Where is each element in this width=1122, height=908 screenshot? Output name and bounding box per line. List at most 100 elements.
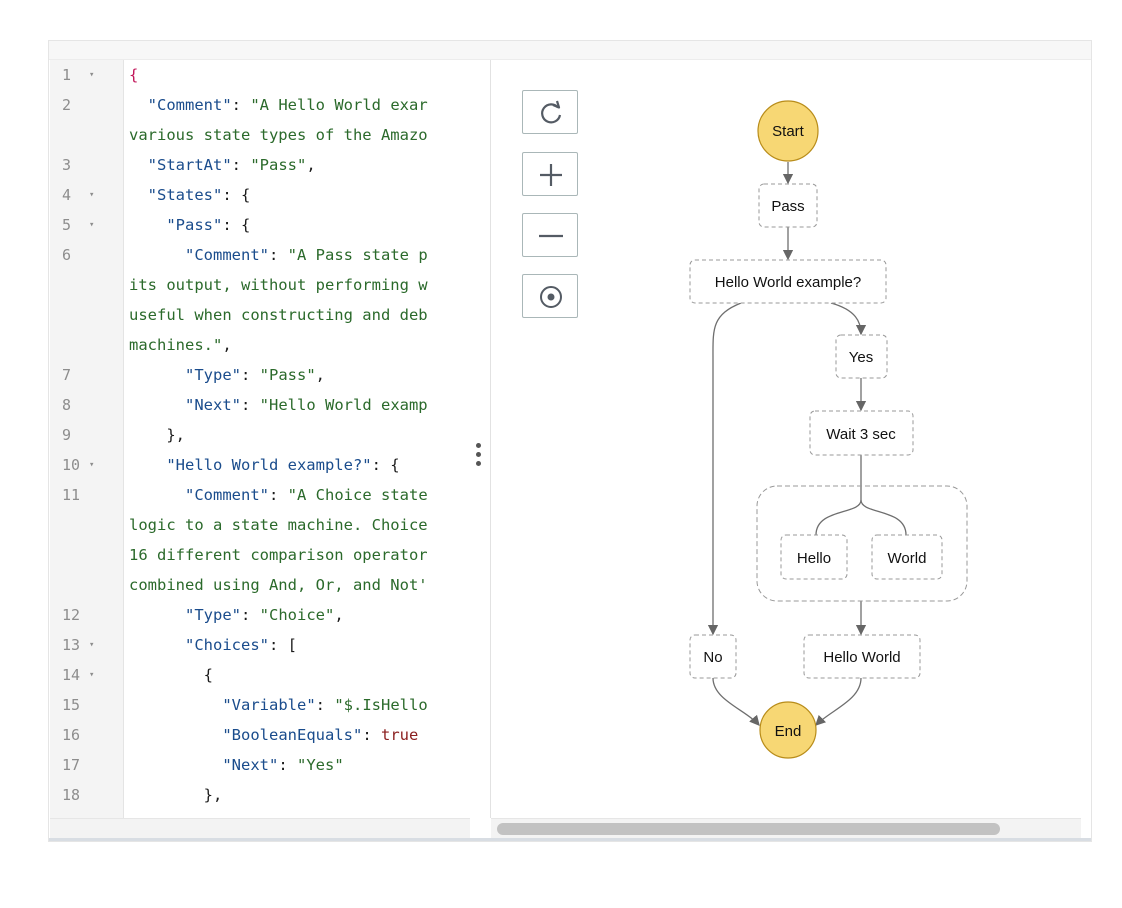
code-line[interactable]: 1▾{	[50, 60, 470, 90]
refresh-button[interactable]	[522, 90, 578, 134]
line-number: 5▾	[62, 210, 120, 240]
code-token	[129, 156, 148, 174]
code-line[interactable]: 11 "Comment": "A Choice state	[50, 480, 470, 510]
fold-arrow-icon[interactable]: ▾	[89, 640, 95, 650]
code-line[interactable]: combined using And, Or, and Not'	[50, 570, 470, 600]
line-number-text: 2	[62, 96, 72, 114]
code-line[interactable]: logic to a state machine. Choice	[50, 510, 470, 540]
world-node[interactable]: World	[871, 534, 943, 580]
code-line[interactable]: 10▾ "Hello World example?": {	[50, 450, 470, 480]
code-line[interactable]: 14 ▾ {	[50, 660, 470, 690]
edge-helloworld-end	[815, 677, 862, 726]
wait-node[interactable]: Wait 3 sec	[809, 410, 914, 456]
code-text: "States": {	[129, 180, 251, 210]
graph-horizontal-scrollbar[interactable]	[491, 818, 1081, 841]
code-line[interactable]: its output, without performing w	[50, 270, 470, 300]
code-token	[129, 186, 148, 204]
code-token	[129, 216, 166, 234]
refresh-icon	[541, 100, 562, 124]
no-label: No	[703, 649, 722, 666]
start-label: Start	[772, 123, 805, 140]
code-line[interactable]: 9 },	[50, 420, 470, 450]
code-line[interactable]: 13▾ "Choices": [	[50, 630, 470, 660]
code-text: 16 different comparison operator	[129, 540, 428, 570]
line-number-text: 4	[62, 186, 72, 204]
line-number: 11	[62, 480, 120, 510]
line-number: 14 ▾	[62, 660, 120, 690]
pass-label: Pass	[771, 198, 804, 215]
yes-node[interactable]: Yes	[835, 334, 888, 379]
edge-branch-hello	[815, 485, 862, 536]
code-token: "A Choice state	[287, 486, 428, 504]
code-token: various state types of the Amazo	[129, 126, 428, 144]
fold-arrow-icon[interactable]: ▾	[89, 190, 95, 200]
line-number-text: 14	[62, 666, 81, 684]
fold-arrow-icon[interactable]: ▾	[89, 670, 95, 680]
line-number: 13▾	[62, 630, 120, 660]
code-line[interactable]: 2 "Comment": "A Hello World exar	[50, 90, 470, 120]
panel-splitter[interactable]	[470, 60, 491, 818]
code-line[interactable]: useful when constructing and deb	[50, 300, 470, 330]
code-line[interactable]: various state types of the Amazo	[50, 120, 470, 150]
code-token: 16 different comparison operator	[129, 546, 428, 564]
hello-node[interactable]: Hello	[780, 534, 848, 580]
zoom-in-button[interactable]	[522, 152, 578, 196]
hello-world-node[interactable]: Hello World	[803, 634, 921, 679]
line-number-text: 9	[62, 426, 72, 444]
code-token: useful when constructing and deb	[129, 306, 428, 324]
choice-node[interactable]: Hello World example?	[689, 259, 887, 304]
zoom-out-button[interactable]	[522, 213, 578, 257]
code-line[interactable]: 8 "Next": "Hello World examp	[50, 390, 470, 420]
drag-handle-icon[interactable]	[476, 443, 482, 473]
code-line[interactable]: 16 different comparison operator	[50, 540, 470, 570]
code-token: ,	[306, 156, 316, 174]
panel-footer-border	[49, 838, 1091, 841]
line-number-text: 7	[62, 366, 72, 384]
code-line[interactable]: 17 "Next": "Yes"	[50, 750, 470, 780]
line-number-text: 17	[62, 756, 81, 774]
fold-arrow-icon[interactable]: ▾	[89, 220, 95, 230]
line-number: 10▾	[62, 450, 120, 480]
code-text: "Next": "Hello World examp	[129, 390, 428, 420]
state-machine-diagram: Start Pass Hello World example? Yes Wait…	[689, 100, 968, 759]
code-line[interactable]: 15 "Variable": "$.IsHello	[50, 690, 470, 720]
line-number: 1▾	[62, 60, 120, 90]
code-line[interactable]: 4 ▾ "States": {	[50, 180, 470, 210]
edges	[707, 162, 907, 726]
pass-node[interactable]: Pass	[758, 183, 818, 228]
end-node[interactable]: End	[759, 701, 817, 759]
code-text: various state types of the Amazo	[129, 120, 428, 150]
no-node[interactable]: No	[689, 634, 737, 679]
line-number-text: 3	[62, 156, 72, 174]
code-line[interactable]: 5▾ "Pass": {	[50, 210, 470, 240]
code-token: :	[278, 756, 297, 774]
code-line[interactable]: 12 "Type": "Choice",	[50, 600, 470, 630]
code-line[interactable]: 7 "Type": "Pass",	[50, 360, 470, 390]
code-token: {	[129, 666, 213, 684]
code-token: :	[269, 486, 288, 504]
code-line[interactable]: 18 },	[50, 780, 470, 810]
fold-arrow-icon[interactable]: ▾	[89, 460, 95, 470]
code-token: :	[315, 696, 335, 714]
code-line[interactable]: 16 "BooleanEquals": true	[50, 720, 470, 750]
editor-horizontal-scrollbar[interactable]	[50, 818, 470, 841]
code-line[interactable]: machines.",	[50, 330, 470, 360]
line-number-text: 15	[62, 696, 81, 714]
scrollbar-thumb[interactable]	[497, 823, 1000, 835]
code-token	[129, 606, 185, 624]
workflow-graph[interactable]: Start Pass Hello World example? Yes Wait…	[491, 60, 1081, 818]
line-number-text: 18	[62, 786, 81, 804]
world-label: World	[888, 550, 927, 567]
code-text: "BooleanEquals": true	[129, 720, 418, 750]
code-line[interactable]: 3 "StartAt": "Pass",	[50, 150, 470, 180]
center-button[interactable]	[522, 274, 578, 318]
code-token: "Next"	[222, 756, 279, 774]
code-line[interactable]: 6 "Comment": "A Pass state p	[50, 240, 470, 270]
fold-arrow-icon[interactable]: ▾	[89, 70, 95, 80]
line-number: 18	[62, 780, 120, 810]
line-number: 17	[62, 750, 120, 780]
code-token: },	[129, 426, 185, 444]
start-node[interactable]: Start	[757, 100, 819, 162]
